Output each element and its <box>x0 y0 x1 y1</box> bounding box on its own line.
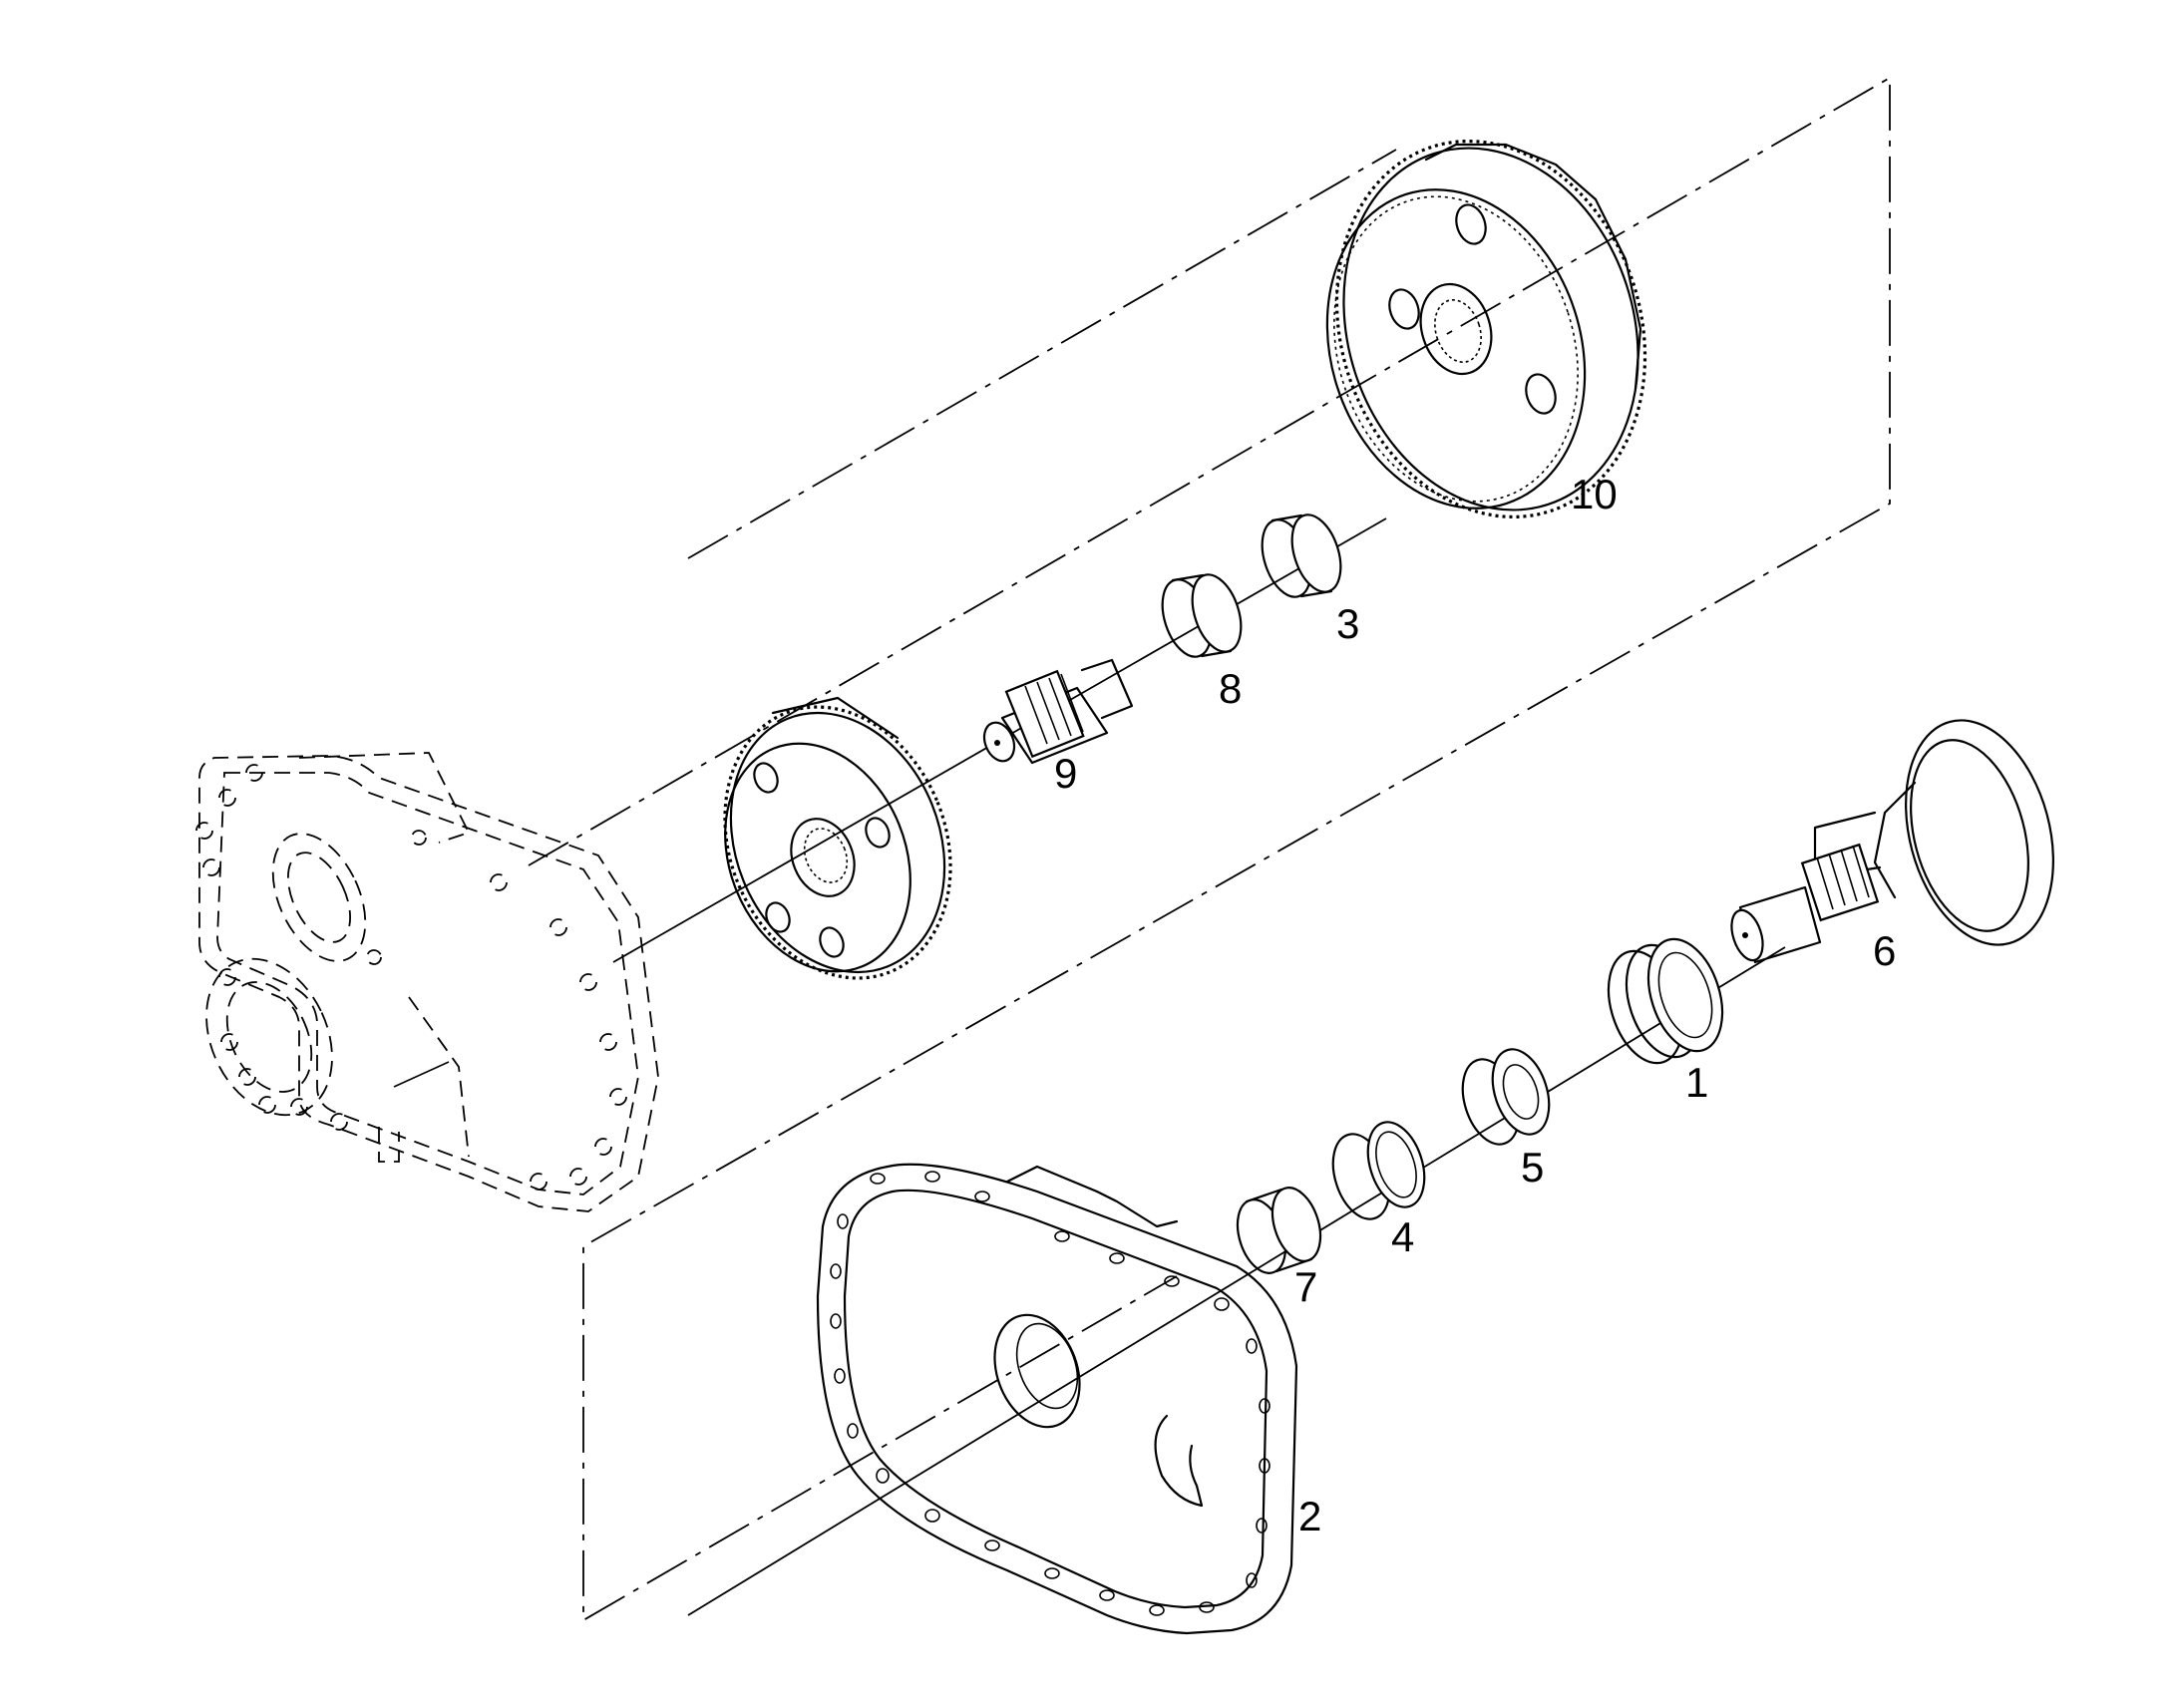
housing-bolt-holes <box>195 764 627 1191</box>
callout-8: 8 <box>1219 665 1242 712</box>
cover-bolt-holes <box>830 1171 1271 1616</box>
callout-7: 7 <box>1294 1263 1317 1310</box>
assembly-outline <box>528 76 1891 1622</box>
intermediate-gear <box>723 696 952 980</box>
callout-4: 4 <box>1391 1213 1414 1260</box>
part-6-output-shaft <box>1730 719 2054 964</box>
part-4-bearing-race <box>1331 1121 1426 1220</box>
part-5-bearing-cone <box>1461 1048 1551 1146</box>
assembly-axes <box>612 517 1786 1616</box>
callout-1: 1 <box>1685 1059 1708 1106</box>
part-10-large-gear <box>1325 140 1647 518</box>
part-8-bearing-ring <box>1161 573 1243 658</box>
part-7-sleeve <box>1236 1187 1322 1274</box>
transmission-housing <box>195 752 659 1212</box>
part-3-bearing-ring <box>1261 513 1342 598</box>
callout-3: 3 <box>1336 600 1359 647</box>
part-2-cover <box>816 1163 1298 1635</box>
part-1-seal-ring <box>1607 937 1724 1065</box>
callouts: 10 3 8 9 6 1 5 4 7 2 <box>1054 471 1896 1539</box>
callout-6: 6 <box>1873 927 1896 974</box>
part-9-pinion-shaft <box>982 658 1134 765</box>
callout-5: 5 <box>1521 1144 1544 1191</box>
callout-2: 2 <box>1298 1493 1321 1539</box>
callout-10: 10 <box>1571 471 1618 517</box>
callout-9: 9 <box>1054 750 1077 797</box>
